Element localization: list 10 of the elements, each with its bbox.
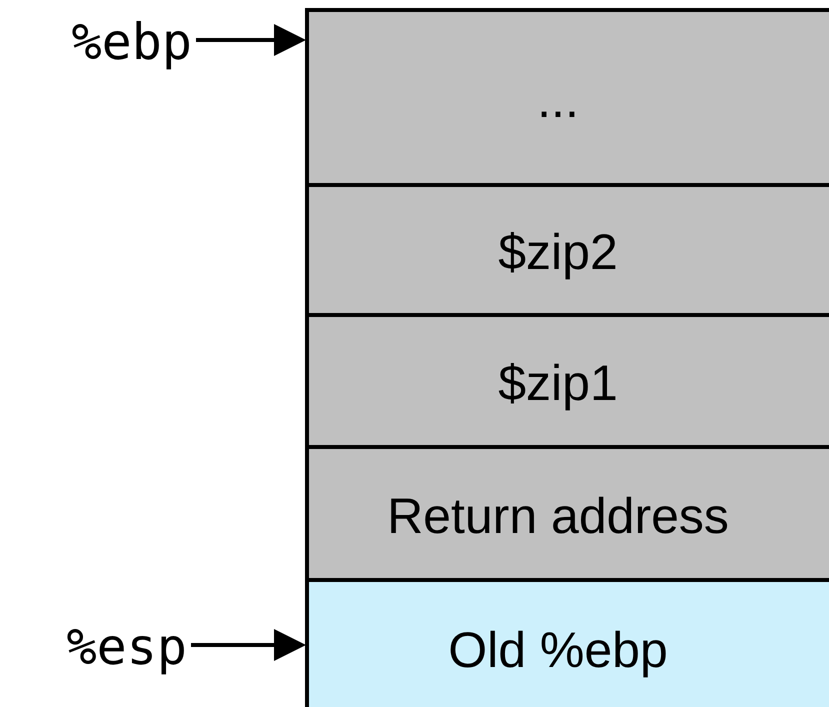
slot-text: $zip2 bbox=[498, 227, 619, 277]
slot-text: ... bbox=[537, 74, 580, 124]
slot-text: $zip1 bbox=[498, 358, 619, 408]
register-label: %esp bbox=[22, 617, 187, 677]
arrow bbox=[191, 629, 306, 661]
register-label: %ebp bbox=[22, 12, 192, 72]
slot-text: Old %ebp bbox=[448, 625, 669, 675]
arrow bbox=[196, 24, 306, 56]
slot-text: Return address bbox=[387, 490, 730, 540]
stack-slot bbox=[305, 578, 829, 707]
